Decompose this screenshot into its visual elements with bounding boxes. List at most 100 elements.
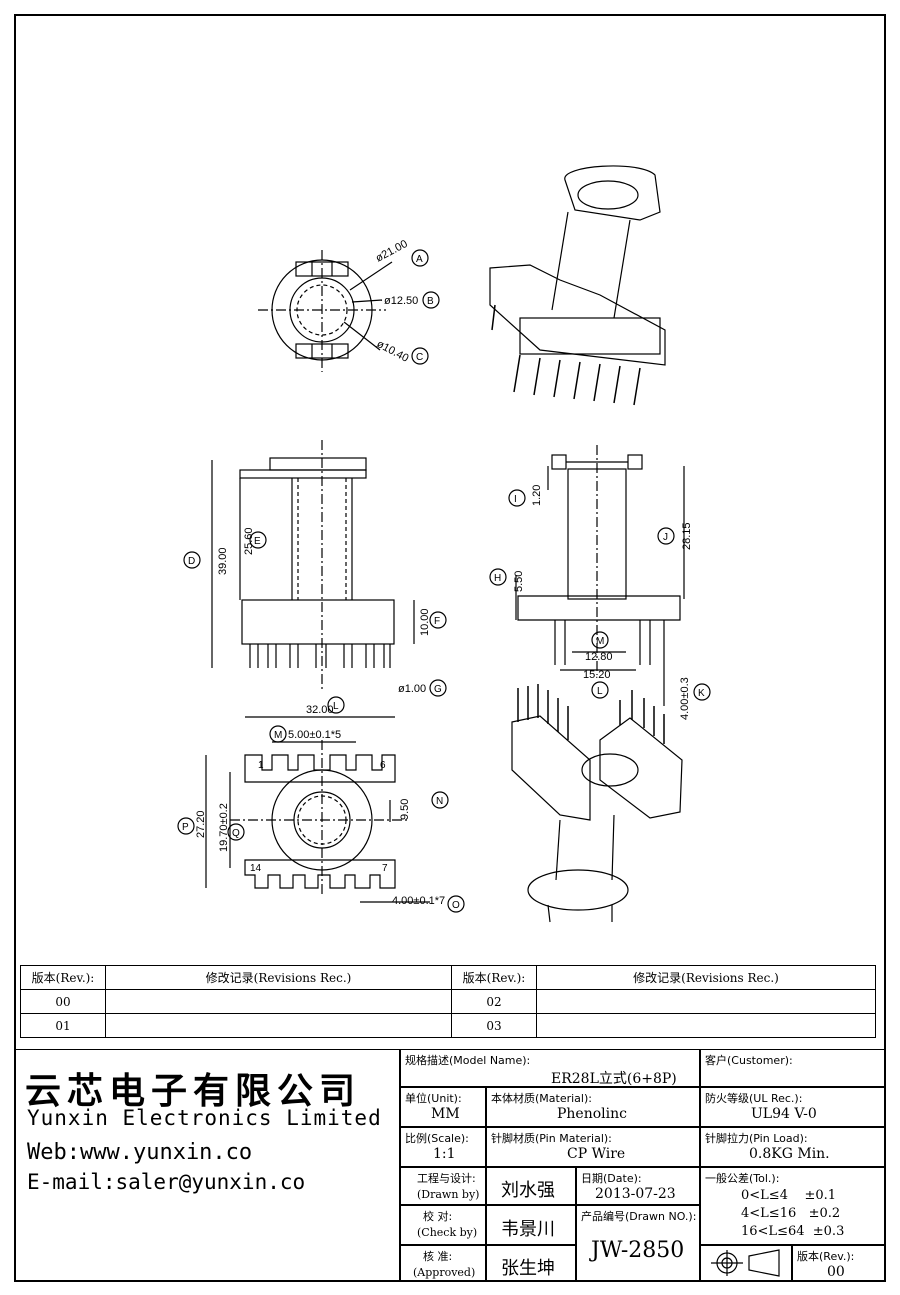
unit-cell: 单位(Unit): MM	[400, 1087, 486, 1127]
side-view: 1.20 28.15 5.50 12.80 15.20 4.00±0.3 I J…	[489, 445, 711, 720]
isometric-view-pins-up	[511, 684, 683, 923]
check-label-cell: 校 对: (Check by)	[400, 1205, 486, 1245]
check-label-en: (Check by)	[417, 1226, 478, 1239]
tolerance-cell: 一般公差(Tol.): 0<L≤4 ±0.1 4<L≤16 ±0.2 16<L≤…	[700, 1167, 886, 1245]
rev-col-header: 版本(Rev.):	[20, 965, 106, 990]
isometric-view-pins-down	[489, 165, 666, 406]
drawn-label-cell: 工程与设计: (Drawn by)	[400, 1167, 486, 1205]
callout-e: E	[254, 536, 261, 547]
ul-value: UL94 V-0	[751, 1106, 817, 1122]
dim-d1250: ø12.50	[384, 295, 418, 307]
revision-header-row: 版本(Rev.): 修改记录(Revisions Rec.) 版本(Rev.):…	[20, 965, 876, 990]
dim-h550: 5.50	[513, 571, 525, 592]
drawn-no-cell: 产品编号(Drawn NO.): JW-2850	[576, 1205, 700, 1282]
rev-value: 00	[827, 1264, 845, 1280]
unit-value: MM	[431, 1106, 460, 1122]
ul-cell: 防火等级(UL Rec.): UL94 V-0	[700, 1087, 886, 1127]
technical-drawing: ø21.00 ø12.50 ø10.40 A B C	[177, 165, 711, 923]
scale-cell: 比例(Scale): 1:1	[400, 1127, 486, 1167]
company-web: Web:www.yunxin.co	[27, 1140, 253, 1165]
check-label: 校 对:	[423, 1210, 453, 1223]
callout-d: D	[188, 556, 195, 567]
dim-d21: ø21.00	[374, 238, 410, 265]
pin-load-value: 0.8KG Min.	[749, 1146, 830, 1162]
rec-col-header: 修改记录(Revisions Rec.)	[105, 965, 452, 990]
rec-col-header-2: 修改记录(Revisions Rec.)	[536, 965, 876, 990]
drawn-value: 刘水强	[501, 1180, 555, 1201]
dim-h2815: 28.15	[681, 522, 693, 550]
dim-h120: 1.20	[531, 485, 543, 506]
company-email: E-mail:saler@yunxin.co	[27, 1170, 306, 1194]
rec-cell	[536, 1013, 876, 1038]
dim-h1970: 19.70±0.2	[218, 803, 230, 852]
model-cell: 规格描述(Model Name): ER28L立式(6+8P)	[400, 1049, 700, 1087]
material-cell: 本体材质(Material): Phenolinc	[486, 1087, 700, 1127]
check-cell: 韦景川	[486, 1205, 576, 1245]
model-label: 规格描述(Model Name):	[405, 1054, 531, 1067]
callout-l: L	[333, 701, 339, 712]
projection-symbol-cell	[700, 1245, 792, 1282]
callout-g: G	[434, 684, 442, 695]
callout-a: A	[416, 254, 423, 265]
pin-material-value: CP Wire	[567, 1146, 626, 1162]
drawn-no-value: JW-2850	[591, 1238, 685, 1263]
scale-value: 1:1	[433, 1146, 456, 1162]
top-view: ø21.00 ø12.50 ø10.40 A B C	[258, 238, 440, 372]
dim-h400: 4.00±0.3	[679, 677, 691, 720]
company-name-cn: 云芯电子有限公司	[25, 1071, 362, 1112]
dim-p500: 5.00±0.1*5	[288, 729, 341, 741]
approved-value: 张生坤	[501, 1258, 555, 1279]
material-value: Phenolinc	[557, 1106, 627, 1122]
third-angle-projection-icon	[711, 1249, 780, 1277]
callout-k: K	[698, 688, 705, 699]
callout-h: H	[494, 573, 501, 584]
callout-c: C	[416, 352, 423, 363]
pin-6-label: 6	[380, 760, 386, 771]
rev-cell: 01	[20, 1013, 106, 1038]
tolerance-line-1: 0<L≤4 ±0.1	[741, 1188, 837, 1203]
rev-cell: 00	[20, 989, 106, 1014]
dim-p400: 4.00±0.1*7	[392, 895, 445, 907]
ul-label: 防火等级(UL Rec.):	[705, 1092, 803, 1105]
dim-pin: ø1.00	[398, 683, 426, 695]
model-value: ER28L立式(6+8P)	[551, 1071, 677, 1087]
revision-row: 01 03	[20, 1013, 876, 1038]
callout-j: J	[663, 532, 668, 543]
bottom-view: 32.00 5.00±0.1*5 27.20 19.70±0.2 9.50 4.…	[177, 696, 465, 913]
dim-h950: 9.50	[399, 799, 411, 820]
drawn-label: 工程与设计:	[417, 1172, 476, 1185]
rec-cell	[105, 1013, 452, 1038]
rev-cell: 02	[451, 989, 537, 1014]
callout-l-side: L	[597, 686, 603, 697]
material-label: 本体材质(Material):	[491, 1092, 592, 1105]
rec-cell	[536, 989, 876, 1014]
callout-p: P	[182, 822, 189, 833]
pin-7-label: 7	[382, 863, 388, 874]
rec-cell	[105, 989, 452, 1014]
date-cell: 日期(Date): 2013-07-23	[576, 1167, 700, 1205]
company-panel: 云芯电子有限公司 Yunxin Electronics Limited Web:…	[14, 1049, 400, 1282]
dim-d1040: ø10.40	[375, 338, 411, 365]
rev-label: 版本(Rev.):	[797, 1250, 855, 1263]
unit-label: 单位(Unit):	[405, 1092, 462, 1105]
drawn-label-en: (Drawn by)	[417, 1188, 480, 1201]
dim-w1520: 15.20	[583, 669, 611, 681]
date-label: 日期(Date):	[581, 1172, 642, 1185]
revision-row: 00 02	[20, 989, 876, 1014]
rev-cell: 03	[451, 1013, 537, 1038]
title-block: 云芯电子有限公司 Yunxin Electronics Limited Web:…	[14, 1049, 886, 1282]
callout-i: I	[514, 494, 517, 505]
customer-cell: 客户(Customer):	[700, 1049, 886, 1087]
approved-label-en: (Approved)	[413, 1266, 476, 1279]
dim-w32: 32.00	[306, 704, 334, 716]
approved-cell: 张生坤	[486, 1245, 576, 1282]
tolerance-line-2: 4<L≤16 ±0.2	[741, 1206, 841, 1221]
rev-cell: 版本(Rev.): 00	[792, 1245, 886, 1282]
pin-material-label: 针脚材质(Pin Material):	[491, 1132, 612, 1145]
callout-f: F	[434, 616, 440, 627]
dim-h10: 10.00	[419, 608, 431, 636]
pin-14-label: 14	[250, 863, 262, 874]
revision-table: 版本(Rev.): 修改记录(Revisions Rec.) 版本(Rev.):…	[20, 965, 876, 1038]
callout-b: B	[427, 296, 434, 307]
tolerance-label: 一般公差(Tol.):	[705, 1172, 780, 1185]
